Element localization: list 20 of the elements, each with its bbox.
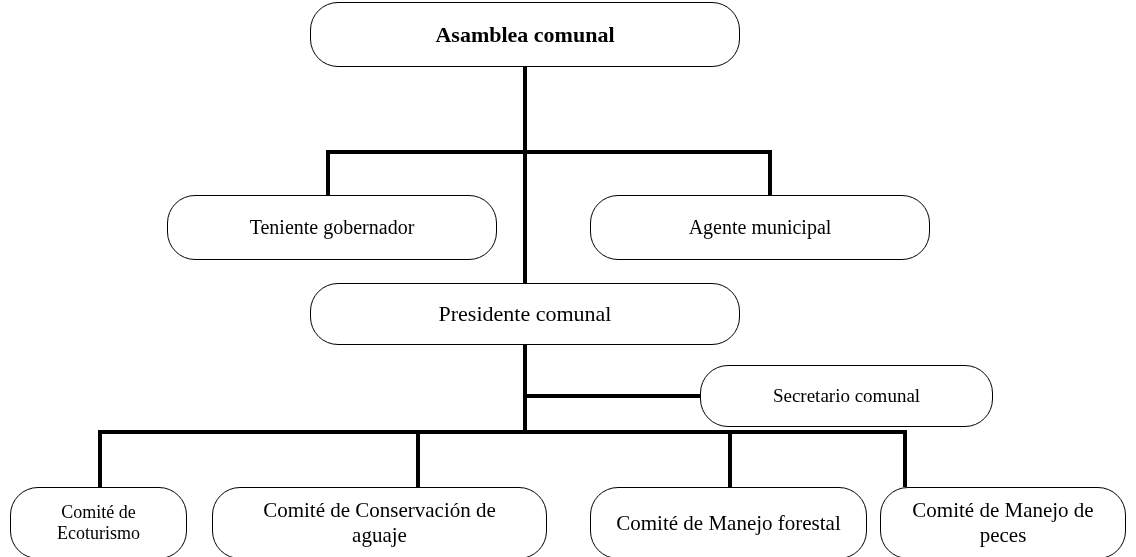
node-label: Presidente comunal: [438, 301, 612, 327]
connector-line: [523, 67, 527, 283]
node-label: Teniente gobernador: [249, 216, 415, 239]
node-label: Comité de Manejo forestal: [616, 510, 841, 536]
rounded-box: [590, 195, 930, 260]
rounded-box: [310, 2, 740, 67]
node-label: Comité de Conservación de aguaje: [262, 498, 497, 548]
rounded-box: [590, 487, 867, 557]
connector-line: [523, 345, 907, 487]
rounded-box: [880, 487, 1126, 557]
rounded-box: [310, 283, 740, 345]
node-label: Comité de Ecoturismo: [56, 502, 141, 544]
rounded-box: [700, 365, 993, 427]
node-label: Secretario comunal: [772, 385, 921, 407]
node-label: Asamblea comunal: [435, 21, 615, 48]
rounded-box: [212, 487, 547, 557]
rounded-box: [167, 195, 497, 260]
node-label: Comité de Manejo de peces: [911, 498, 1095, 548]
node-label: Agente municipal: [688, 216, 832, 239]
rounded-box: [10, 487, 187, 557]
